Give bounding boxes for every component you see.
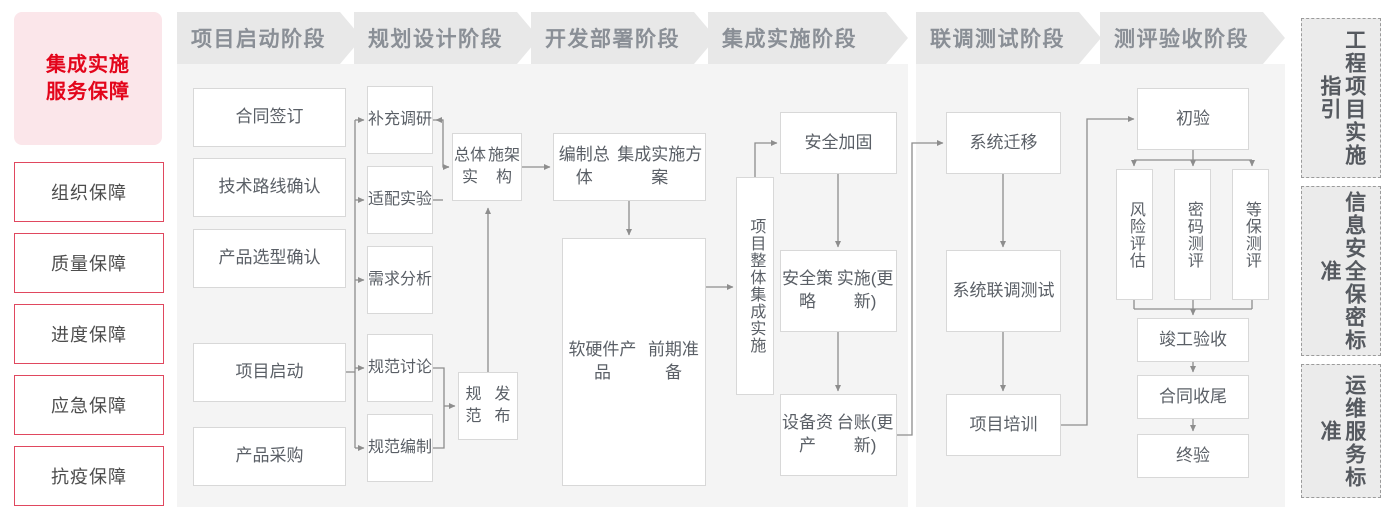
node-mlps-evaluation[interactable]: 等保测评 <box>1232 169 1269 300</box>
node-standard-release[interactable]: 规范发布 <box>458 372 518 440</box>
standard-card-engineering[interactable]: 工程项目实施指引 <box>1301 18 1381 178</box>
node-standard-discussion[interactable]: 规范讨论 <box>367 334 433 402</box>
node-project-kickoff[interactable]: 项目启动 <box>193 343 346 402</box>
phase-header-2: 规划设计阶段 <box>354 12 539 64</box>
assurance-item-emergency[interactable]: 应急保障 <box>14 375 164 435</box>
node-product-purchase[interactable]: 产品采购 <box>193 427 346 486</box>
standard-card-infosec[interactable]: 信息安全保密标准 <box>1301 186 1381 356</box>
node-project-training[interactable]: 项目培训 <box>946 394 1061 456</box>
node-requirement-analysis[interactable]: 需求分析 <box>367 246 433 314</box>
phase-header-6: 测评验收阶段 <box>1100 12 1285 64</box>
hero-title: 集成实施 服务保障 <box>46 52 130 105</box>
node-security-policy-update[interactable]: 安全策略实施(更新) <box>780 250 897 332</box>
phase-header-5: 联调测试阶段 <box>916 12 1101 64</box>
node-overall-architecture[interactable]: 总体实施架构 <box>452 133 522 201</box>
node-hw-sw-preparation[interactable]: 软硬件产品前期准备 <box>562 238 706 486</box>
standard-card-ops-label: 运维服务标准 <box>1318 373 1366 489</box>
node-initial-acceptance[interactable]: 初验 <box>1137 88 1249 150</box>
phase-header-3: 开发部署阶段 <box>531 12 716 64</box>
node-crypto-evaluation[interactable]: 密码测评 <box>1174 169 1211 300</box>
hero-line-1: 集成实施 <box>46 54 130 77</box>
node-contract-closeout[interactable]: 合同收尾 <box>1137 375 1249 419</box>
node-completion-acceptance[interactable]: 竣工验收 <box>1137 318 1249 362</box>
hero-card: 集成实施 服务保障 <box>14 12 162 145</box>
standard-card-ops[interactable]: 运维服务标准 <box>1301 364 1381 498</box>
standard-card-engineering-label: 工程项目实施指引 <box>1318 29 1366 167</box>
assurance-item-schedule[interactable]: 进度保障 <box>14 304 164 364</box>
phase-header-4: 集成实施阶段 <box>708 12 908 64</box>
node-supplementary-research[interactable]: 补充调研 <box>367 86 433 154</box>
node-final-acceptance[interactable]: 终验 <box>1137 434 1249 478</box>
phase-header-1: 项目启动阶段 <box>177 12 362 64</box>
node-contract-signing[interactable]: 合同签订 <box>193 88 346 147</box>
node-system-migration[interactable]: 系统迁移 <box>946 112 1061 174</box>
node-security-hardening[interactable]: 安全加固 <box>780 112 897 174</box>
assurance-sidebar: 集成实施 服务保障 组织保障 质量保障 进度保障 应急保障 抗疫保障 <box>14 12 164 506</box>
node-product-selection[interactable]: 产品选型确认 <box>193 229 346 288</box>
hero-line-2: 服务保障 <box>46 80 130 103</box>
node-standard-drafting[interactable]: 规范编制 <box>367 414 433 482</box>
node-overall-project-integration[interactable]: 项目整体集成实施 <box>736 177 774 395</box>
assurance-item-quality[interactable]: 质量保障 <box>14 233 164 293</box>
assurance-item-organization[interactable]: 组织保障 <box>14 162 164 222</box>
node-adaptation-experiment[interactable]: 适配实验 <box>367 166 433 234</box>
node-tech-route-confirm[interactable]: 技术路线确认 <box>193 158 346 217</box>
standard-card-infosec-label: 信息安全保密标准 <box>1318 190 1366 352</box>
node-asset-ledger-update[interactable]: 设备资产台账(更新) <box>780 394 897 476</box>
node-system-joint-debug-test[interactable]: 系统联调测试 <box>946 250 1061 332</box>
node-overall-integration-plan[interactable]: 编制总体集成实施方案 <box>553 133 706 201</box>
node-risk-assessment[interactable]: 风险评估 <box>1116 169 1153 300</box>
assurance-item-epidemic[interactable]: 抗疫保障 <box>14 446 164 506</box>
